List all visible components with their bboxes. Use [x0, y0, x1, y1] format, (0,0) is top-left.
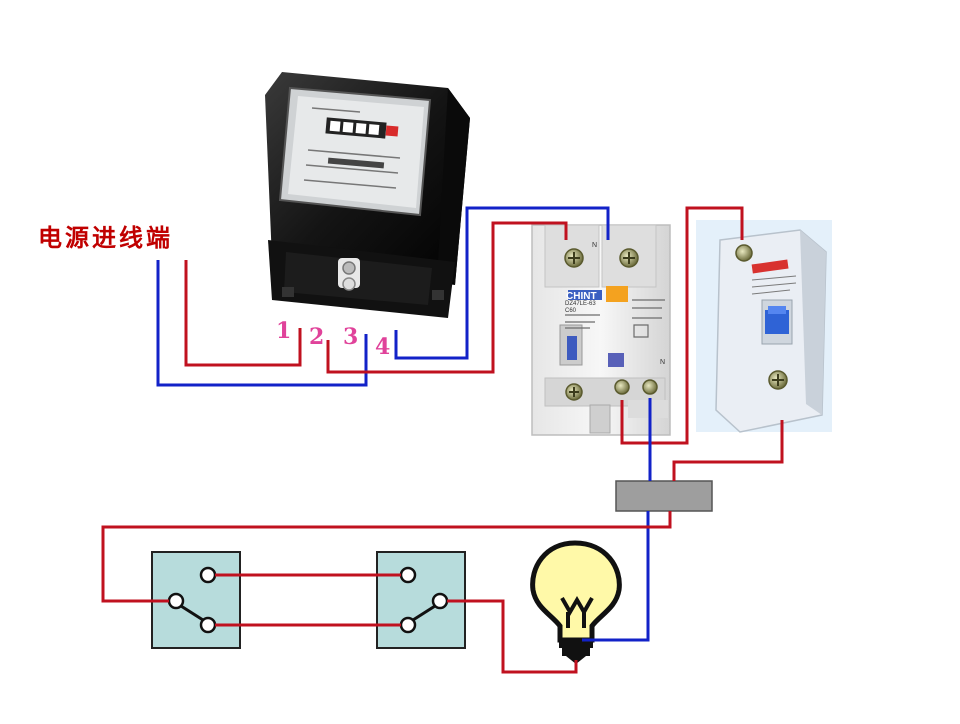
junction-box — [615, 480, 713, 512]
meter-out-neutral-wire — [394, 206, 610, 360]
switch-to-lamp-wire — [447, 599, 578, 674]
light-bulb-icon — [530, 540, 622, 664]
terminal-3-label: 3 — [343, 324, 359, 350]
source-live-wire — [184, 260, 302, 367]
wiring — [101, 206, 784, 674]
residual-current-breaker: CHINT DZ47LE-63 C60 N N — [531, 224, 671, 436]
source-neutral-wire — [156, 260, 368, 387]
breaker-brand-label: CHINT — [566, 291, 597, 302]
terminal-4-label: 4 — [375, 334, 391, 360]
terminal-2-label: 2 — [309, 324, 325, 350]
mcb-to-junction-wire — [672, 420, 784, 481]
breaker-rating-label: C60 — [565, 308, 577, 314]
junction-to-lamp-neutral-wire — [582, 511, 650, 642]
terminal-1-label: 1 — [276, 318, 292, 344]
junction-to-switch-wire — [101, 511, 672, 603]
breaker-model-label: DZ47LE-63 — [565, 301, 596, 307]
electricity-meter — [265, 72, 470, 318]
breaker-neutral-label-lower: N — [660, 359, 665, 366]
miniature-circuit-breaker — [696, 220, 832, 433]
rcd-to-mcb-wire — [620, 206, 744, 445]
breaker-neutral-label: N — [592, 242, 597, 249]
power-input-label: 电源进线端 — [38, 223, 173, 252]
meter-out-live-wire — [326, 221, 568, 374]
